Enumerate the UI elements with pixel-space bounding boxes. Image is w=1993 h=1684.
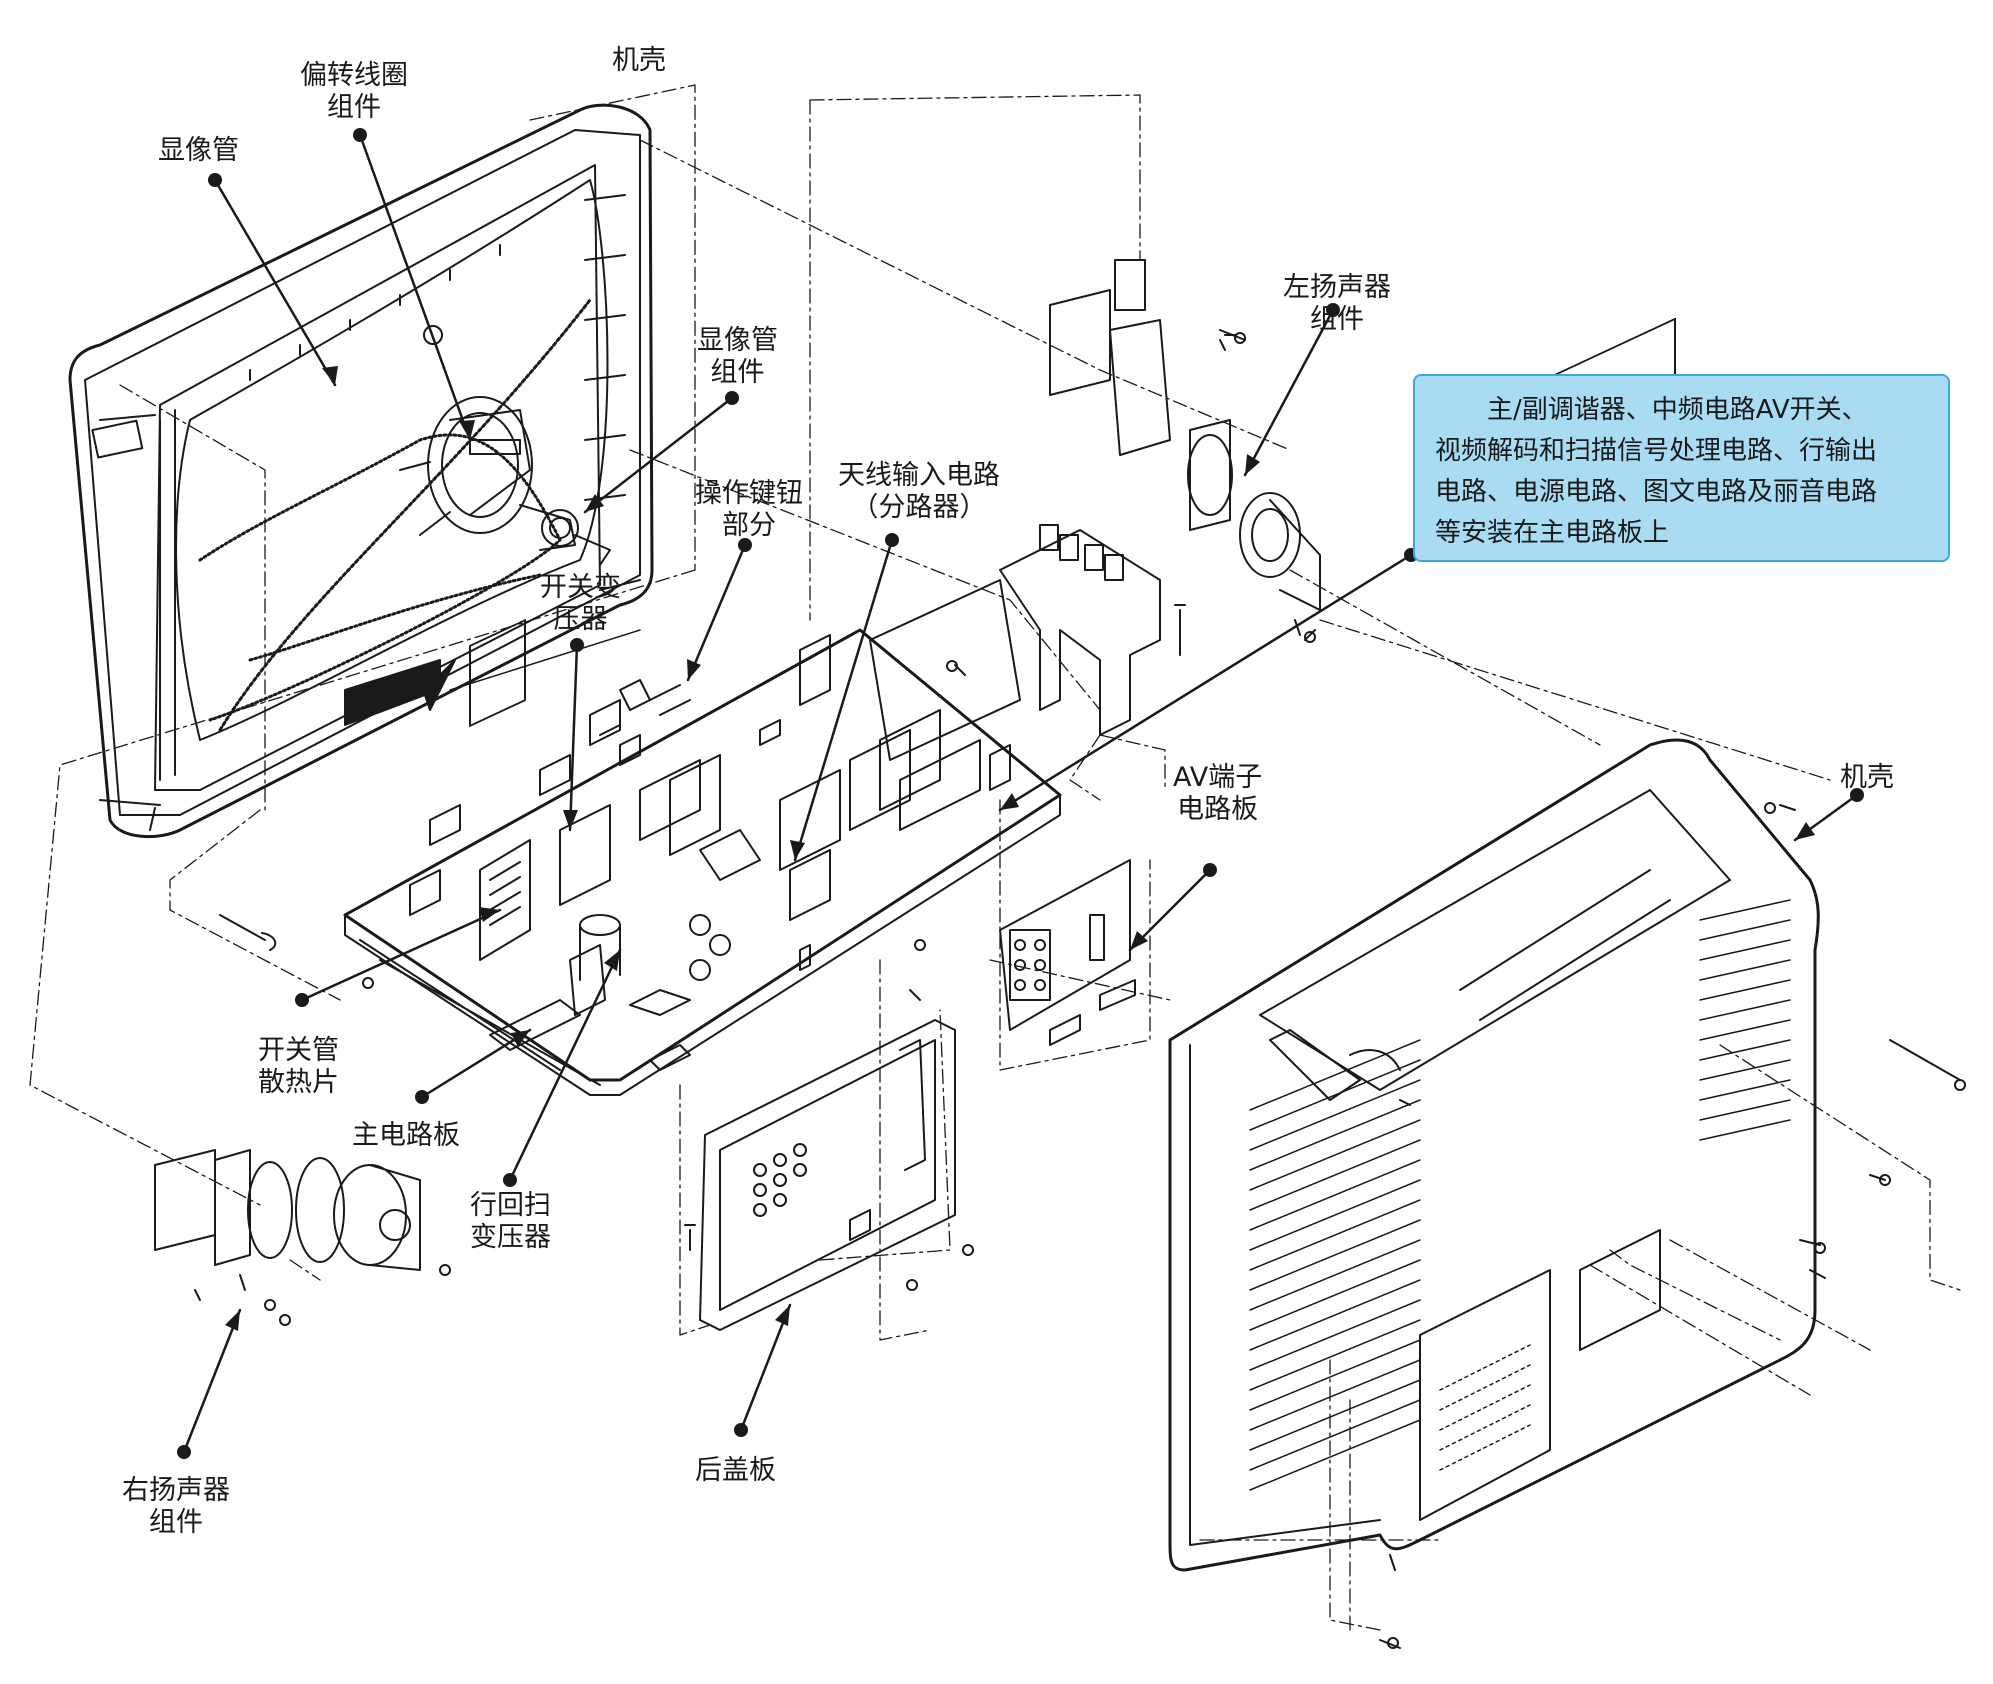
right-speaker-drawing: [154, 1149, 421, 1301]
yoke-drawing: [399, 396, 611, 566]
label-front-cabinet-line: 机壳: [612, 45, 666, 76]
assembly-lines: [29, 84, 1961, 1631]
insert-arrow: [344, 659, 456, 726]
label-av-board-line-2: 电路板: [1177, 794, 1259, 825]
label-control-keys-line-1: 操作键钮: [695, 478, 803, 509]
main-board-callout: 主/副调谐器、中频电路AV开关、 视频解码和扫描信号处理电路、行输出 电路、电源…: [1413, 374, 1950, 562]
label-rear-cabinet: 机壳: [1840, 762, 1894, 794]
leader-dots: [177, 128, 1864, 1459]
label-left-speaker-line-2: 组件: [1310, 304, 1364, 335]
label-antenna-line-1: 天线输入电路: [838, 460, 1000, 491]
label-switch-transformer-line-2: 压器: [553, 604, 608, 635]
label-heatsink: 开关管 散热片: [258, 1035, 339, 1099]
label-yoke-line-1: 偏转线圈: [300, 60, 408, 91]
label-main-board-line: 主电路板: [352, 1120, 460, 1151]
label-neck-board-line-1: 显像管: [697, 325, 778, 356]
label-main-board: 主电路板: [352, 1120, 460, 1152]
label-back-cover-line: 后盖板: [695, 1455, 776, 1486]
callout-line-2: 视频解码和扫描信号处理电路、行输出: [1435, 436, 1878, 466]
label-av-board: AV端子 电路板: [1173, 762, 1262, 826]
callout-line-3: 电路、电源电路、图文电路及丽音电路: [1435, 477, 1878, 507]
leader-arrowheads: [225, 366, 1815, 1331]
crt-drawing: [175, 179, 609, 741]
label-left-speaker-line-1: 左扬声器: [1283, 272, 1391, 303]
label-left-speaker: 左扬声器 组件: [1283, 272, 1391, 336]
label-control-keys: 操作键钮 部分: [695, 478, 803, 542]
label-right-speaker: 右扬声器 组件: [122, 1475, 230, 1539]
label-crt-line: 显像管: [158, 135, 239, 166]
label-yoke-line-2: 组件: [327, 92, 381, 123]
label-switch-transformer: 开关变 压器: [540, 572, 621, 636]
label-heatsink-line-1: 开关管: [258, 1035, 339, 1066]
rear-cabinet-drawing: [1168, 317, 1820, 1572]
callout-line-1: 主/副调谐器、中频电路AV开关、: [1435, 395, 1868, 425]
left-speaker-drawing: [1049, 259, 1321, 636]
label-deflection-yoke: 偏转线圈 组件: [300, 60, 408, 124]
front-cabinet-drawing: [68, 103, 654, 839]
label-flyback-transformer: 行回扫 变压器: [470, 1190, 551, 1254]
label-neck-board-line-2: 组件: [710, 357, 765, 388]
label-control-keys-line-2: 部分: [722, 510, 776, 541]
label-flyback-line-1: 行回扫: [470, 1190, 551, 1221]
label-heatsink-line-2: 散热片: [258, 1067, 339, 1098]
callout-line-4: 等安装在主电路板上: [1435, 518, 1670, 548]
control-bracket-drawing: [999, 524, 1186, 736]
main-board-drawing: [343, 579, 1062, 1096]
label-antenna-input: 天线输入电路 （分路器）: [838, 460, 1000, 524]
av-board-drawing: [999, 859, 1136, 1046]
label-right-speaker-line-2: 组件: [149, 1507, 203, 1538]
label-flyback-line-2: 变压器: [470, 1222, 551, 1253]
label-av-board-line-1: AV端子: [1173, 762, 1263, 793]
screws: [219, 329, 1966, 1649]
label-rear-cabinet-line: 机壳: [1840, 762, 1894, 793]
label-antenna-line-2: （分路器）: [851, 492, 987, 523]
label-front-cabinet: 机壳: [612, 45, 666, 77]
label-crt: 显像管: [158, 135, 239, 167]
label-neck-board: 显像管 组件: [697, 325, 778, 389]
label-right-speaker-line-1: 右扬声器: [122, 1475, 230, 1506]
label-back-cover: 后盖板: [695, 1455, 776, 1487]
leader-lines: [182, 133, 1859, 1454]
label-switch-transformer-line-1: 开关变: [540, 572, 621, 603]
back-cover-drawing: [684, 989, 956, 1331]
